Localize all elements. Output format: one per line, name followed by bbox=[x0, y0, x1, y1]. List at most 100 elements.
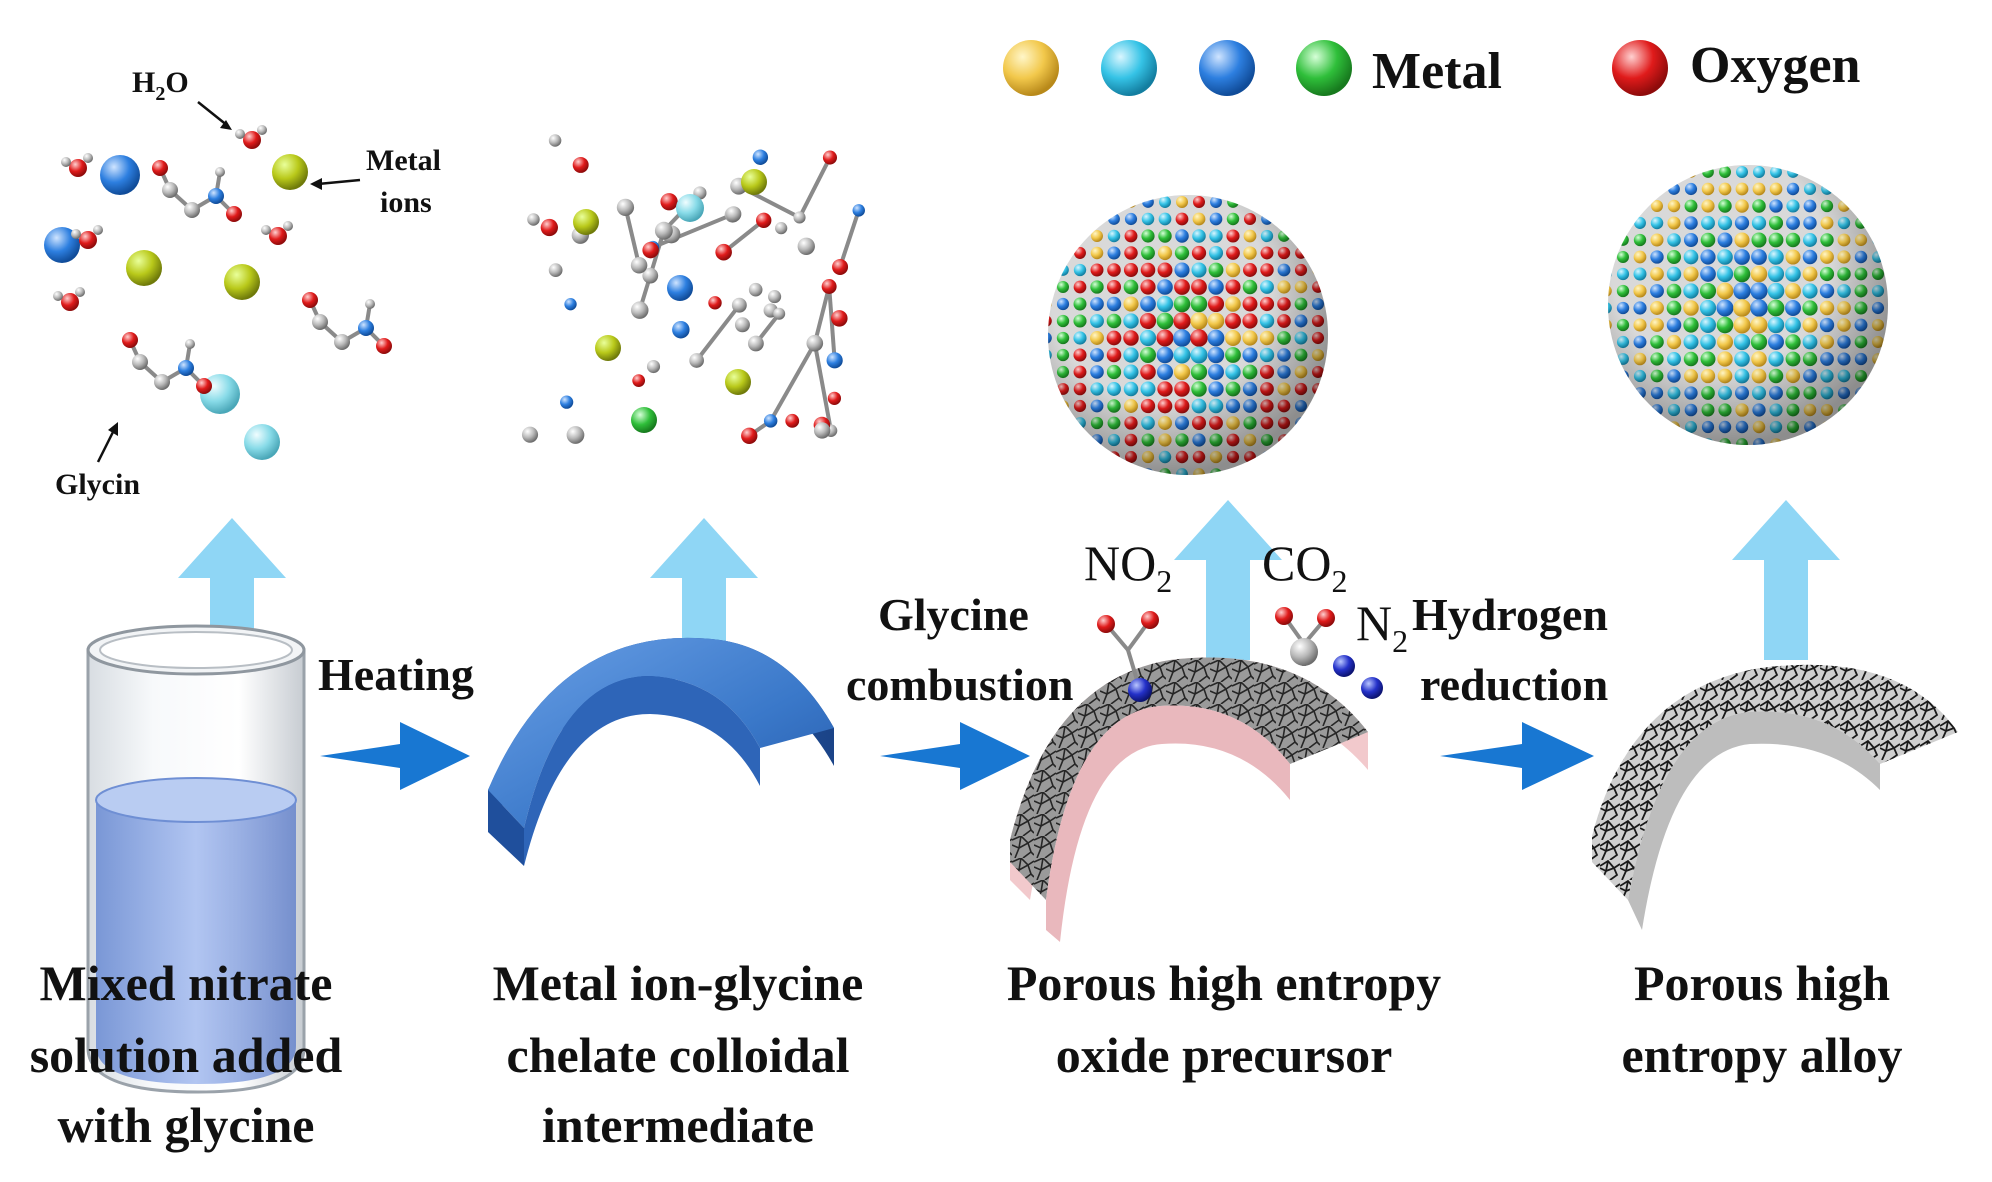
chelate-atom bbox=[832, 258, 849, 275]
chelate-atom bbox=[748, 282, 763, 297]
glycin-pointer-head bbox=[108, 422, 118, 436]
chelate-atom bbox=[747, 335, 764, 352]
stage3-caption-line2: oxide precursor bbox=[1056, 1027, 1393, 1083]
no2-label: NO2 bbox=[1084, 535, 1172, 599]
oxygen bbox=[302, 292, 318, 308]
chelated-metal bbox=[573, 209, 599, 235]
reduction-arrow bbox=[1440, 722, 1594, 790]
chelate-atom bbox=[734, 317, 750, 333]
nitrogen bbox=[208, 188, 224, 204]
chelate-atom bbox=[785, 413, 800, 428]
carbon bbox=[334, 334, 350, 350]
carbon bbox=[132, 354, 148, 370]
metal-ion bbox=[224, 264, 260, 300]
legend-metal-yellow bbox=[1003, 40, 1059, 96]
metal-ions-pointer bbox=[317, 178, 361, 186]
chelate-atom bbox=[566, 426, 585, 444]
chelate-atom bbox=[793, 211, 806, 224]
chelate-atom bbox=[630, 301, 649, 319]
chelate-atom bbox=[632, 374, 646, 388]
chelate-atom bbox=[521, 426, 539, 443]
stage1-caption-line2: solution added bbox=[30, 1027, 343, 1083]
chelate-atom bbox=[752, 149, 769, 165]
legend-metal-label: Metal bbox=[1372, 43, 1502, 100]
reduction-label-line1: Hydrogen bbox=[1412, 589, 1608, 640]
chelate-atom bbox=[822, 150, 838, 165]
water-oxygen bbox=[61, 293, 79, 311]
chelated-metal bbox=[595, 335, 621, 361]
oxygen bbox=[376, 338, 392, 354]
gas-molecules bbox=[1097, 607, 1383, 702]
oxide-precursor-sphere bbox=[1048, 195, 1328, 475]
water-label: H2O bbox=[132, 66, 189, 105]
chelate-atom bbox=[731, 297, 747, 313]
glycin-label: Glycin bbox=[55, 468, 140, 501]
chelate-atom bbox=[821, 279, 837, 295]
high-entropy-alloy-sphere bbox=[1608, 165, 1888, 445]
chelate-atom bbox=[831, 310, 848, 327]
water-pointer bbox=[197, 101, 229, 127]
legend-oxygen bbox=[1612, 40, 1668, 96]
up-arrow-3 bbox=[1174, 500, 1282, 660]
chelate-molecules bbox=[521, 134, 865, 444]
chelate-atom bbox=[826, 352, 843, 369]
bond bbox=[797, 156, 832, 219]
carbon bbox=[184, 202, 200, 218]
bond bbox=[695, 303, 741, 362]
oxygen bbox=[226, 206, 242, 222]
chelate-atom bbox=[548, 134, 562, 147]
porous-alloy-slab bbox=[1592, 664, 1958, 930]
water-hydrogen bbox=[257, 125, 267, 135]
chelate-atom bbox=[642, 241, 659, 259]
stage2-caption-line3: intermediate bbox=[542, 1097, 814, 1153]
chelate-atom bbox=[756, 212, 772, 229]
chelate-atom bbox=[642, 267, 659, 284]
metal-ion bbox=[44, 227, 80, 263]
stage2-caption-line2: chelate colloidal bbox=[507, 1027, 850, 1083]
hydrogen bbox=[185, 339, 195, 349]
solution-molecules bbox=[44, 125, 392, 460]
reduction-label-line2: reduction bbox=[1420, 659, 1608, 710]
water-hydrogen bbox=[83, 153, 93, 163]
water-hydrogen bbox=[53, 291, 63, 301]
gel-slab bbox=[488, 637, 834, 866]
no2-oxygen bbox=[1141, 611, 1159, 629]
legend-metal-blue bbox=[1199, 40, 1255, 96]
co2-label: CO2 bbox=[1262, 535, 1347, 599]
chelate-atom bbox=[572, 156, 589, 173]
sphere-atom bbox=[1048, 298, 1052, 310]
legend-metal-green bbox=[1296, 40, 1352, 96]
metal-ion bbox=[272, 154, 308, 190]
porous-oxide-slab bbox=[1010, 657, 1368, 942]
carbon bbox=[154, 374, 170, 390]
water-hydrogen bbox=[61, 157, 71, 167]
bond bbox=[623, 206, 642, 266]
water-oxygen bbox=[69, 159, 87, 177]
chelate-atom bbox=[775, 222, 788, 235]
bond bbox=[812, 286, 832, 344]
chelate-atom bbox=[560, 395, 574, 409]
hydrogen bbox=[215, 167, 225, 177]
beaker-liquid bbox=[96, 800, 296, 1084]
bond bbox=[768, 342, 817, 422]
oxygen bbox=[122, 332, 138, 348]
metal-ions-label-line2: ions bbox=[380, 186, 432, 219]
chelate-atom bbox=[725, 206, 742, 222]
legend-metal-cyan bbox=[1101, 40, 1157, 96]
chelated-metal bbox=[631, 407, 657, 433]
water-hydrogen bbox=[261, 225, 271, 235]
co2-carbon bbox=[1290, 638, 1318, 666]
chelated-metal bbox=[725, 369, 751, 395]
legend: Metal Oxygen bbox=[1003, 37, 1861, 100]
combustion-arrow bbox=[880, 722, 1030, 790]
chelate-atom bbox=[773, 307, 786, 320]
glycin-pointer bbox=[96, 429, 116, 463]
chelate-atom bbox=[741, 427, 758, 444]
bond bbox=[652, 212, 735, 250]
chelate-atom bbox=[806, 334, 824, 352]
water-oxygen bbox=[243, 131, 261, 149]
bond bbox=[722, 218, 765, 254]
water-oxygen bbox=[79, 231, 97, 249]
chelate-atom bbox=[852, 204, 865, 217]
